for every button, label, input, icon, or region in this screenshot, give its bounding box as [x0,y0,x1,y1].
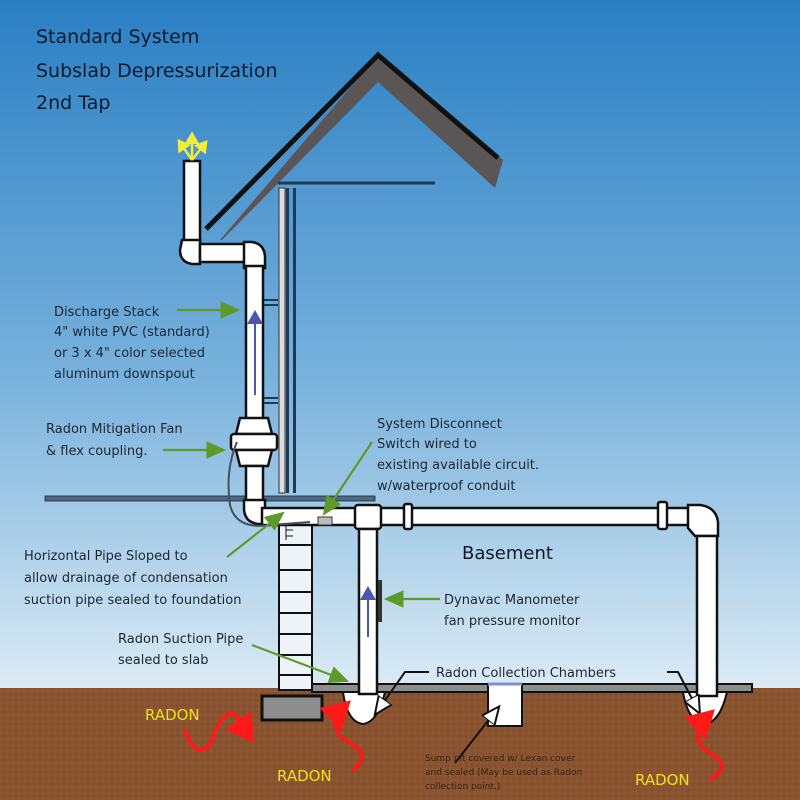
radon-flow-arrows [183,700,724,782]
label-sump-pit: Sump pit covered w/ Lexan cover and seal… [425,754,582,792]
svg-text:w/waterproof conduit: w/waterproof conduit [377,479,516,494]
leader-disconnect [322,441,373,516]
leader-arrows [163,301,440,683]
svg-text:Radon Suction Pipe: Radon Suction Pipe [118,632,243,647]
svg-text:& flex coupling.: & flex coupling. [46,444,148,459]
svg-text:Discharge Stack: Discharge Stack [54,305,160,320]
radon-label-center: RADON [277,767,332,785]
svg-text:sealed to slab: sealed to slab [118,653,209,668]
basement-slab [311,683,753,693]
manometer-device [378,580,382,622]
svg-text:Dynavac Manometer: Dynavac Manometer [444,593,580,608]
svg-text:and sealed (May be used as Rad: and sealed (May be used as Radon [425,768,582,778]
svg-text:existing available circuit.: existing available circuit. [377,458,539,473]
conduit-wire [227,441,311,527]
svg-text:collection point.): collection point.) [425,782,500,792]
svg-text:or 3 x 4" color selected: or 3 x 4" color selected [54,346,205,361]
title-line-3: 2nd Tap [36,92,110,114]
svg-text:Radon Mitigation Fan: Radon Mitigation Fan [46,422,183,437]
label-mitigation-fan: Radon Mitigation Fan & flex coupling. [46,422,183,459]
svg-text:suction pipe sealed to foundat: suction pipe sealed to foundation [24,593,241,608]
leader-horizontal-pipe [226,511,285,558]
radon-label-right: RADON [635,771,690,789]
label-suction-pipe: Radon Suction Pipe sealed to slab [118,632,243,668]
svg-text:aluminum downspout: aluminum downspout [54,367,195,382]
svg-text:allow drainage of condensation: allow drainage of condensation [24,571,228,586]
sky-background [0,0,800,690]
exhaust-arrows-icon [177,131,208,161]
svg-text:fan pressure monitor: fan pressure monitor [444,614,581,629]
house-frame [44,181,435,502]
label-basement: Basement [462,543,553,564]
svg-text:Horizontal Pipe Sloped to: Horizontal Pipe Sloped to [24,549,188,564]
svg-text:4" white PVC (standard): 4" white PVC (standard) [54,325,210,340]
label-collection-chambers: Radon Collection Chambers [436,666,616,681]
house-roof [204,51,503,240]
radon-label-left: RADON [145,706,200,724]
diagram-title: Standard System Subslab Depressurization… [36,26,278,114]
soil-ground [0,688,800,800]
sump-pit [487,682,523,727]
chamber-leaders [376,671,699,764]
disconnect-switch-box [317,516,333,526]
leader-suction-pipe [251,643,350,683]
title-line-2: Subslab Depressurization [36,60,278,82]
label-disconnect-switch: System Disconnect Switch wired to existi… [377,417,539,494]
svg-text:Switch wired to: Switch wired to [377,437,477,452]
title-line-1: Standard System [36,26,199,48]
svg-text:System Disconnect: System Disconnect [377,417,502,432]
label-discharge-stack: Discharge Stack 4" white PVC (standard) … [54,305,210,382]
label-manometer: Dynavac Manometer fan pressure monitor [444,593,581,629]
label-horizontal-pipe: Horizontal Pipe Sloped to allow drainage… [24,549,241,608]
svg-text:Sump pit covered w/ Lexan cove: Sump pit covered w/ Lexan cover [425,754,576,764]
